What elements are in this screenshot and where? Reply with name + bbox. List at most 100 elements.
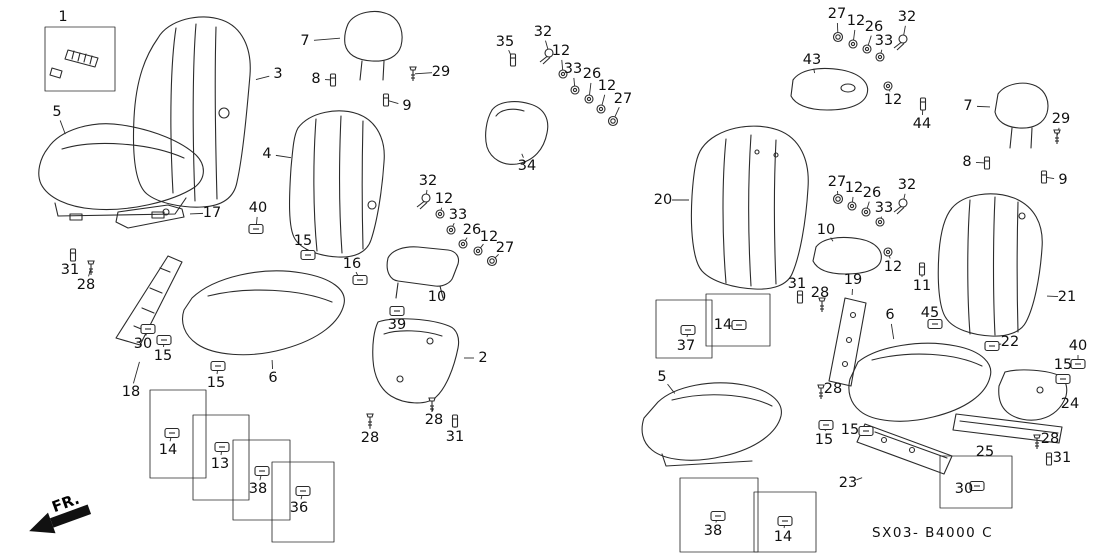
leader-line (133, 361, 140, 384)
leader-line (890, 323, 895, 340)
seat-cushion-5-right (641, 382, 782, 467)
nut-icon (832, 193, 844, 205)
pin-icon (69, 248, 77, 262)
leader-line (88, 269, 91, 277)
armrest-10-left (386, 246, 460, 299)
part-38-box (232, 439, 291, 521)
clip-icon (1055, 373, 1071, 385)
drawing-code: SX03- B4000 C (872, 525, 993, 541)
washer-icon (875, 217, 885, 227)
nut-icon (486, 255, 498, 267)
clip-icon (731, 319, 747, 331)
part-36-box (271, 461, 335, 543)
part-38-right-box (679, 477, 759, 553)
pin-icon (983, 156, 991, 170)
leader-line (313, 37, 341, 41)
headrest-7-right (994, 82, 1049, 149)
clip-icon (818, 419, 834, 431)
bolt-icon (539, 48, 554, 65)
seat-track-25 (952, 413, 1063, 444)
washer-icon (570, 85, 580, 95)
bolt-icon (893, 34, 908, 51)
nut-icon (607, 115, 619, 127)
washer-icon (596, 104, 606, 114)
seat-riser-19 (828, 297, 867, 387)
clip-icon (214, 441, 230, 453)
part-1-bracket (49, 67, 63, 79)
clip-icon (164, 427, 180, 439)
left-seat-group (38, 11, 549, 543)
seat-rail-18 (115, 255, 183, 346)
clip-icon (156, 334, 172, 346)
washer-icon (473, 246, 483, 256)
washer-icon (883, 81, 893, 91)
fr-arrow-shaft (50, 504, 92, 528)
seat-back-20 (690, 125, 809, 290)
leader-line (414, 72, 433, 75)
leader-line (189, 212, 204, 215)
seat-back-21 (937, 193, 1043, 337)
pin-icon (329, 73, 337, 87)
seat-back-4 (288, 110, 385, 258)
washer-icon (875, 52, 885, 62)
leader-line (387, 100, 399, 104)
washer-icon (435, 209, 445, 219)
clip-icon (389, 305, 405, 317)
washer-icon (847, 201, 857, 211)
part-1-pad-hatch (71, 50, 93, 65)
clip-icon (248, 223, 264, 235)
leader-line (813, 68, 816, 74)
leader-line (521, 153, 524, 158)
seat-track-23 (856, 423, 953, 475)
clip-icon (140, 323, 156, 335)
leader-line (255, 75, 270, 80)
clip-icon (254, 465, 270, 477)
screw-icon (817, 384, 825, 399)
part-14-box (149, 389, 207, 479)
fr-arrow-head (29, 512, 56, 534)
clip-icon (295, 485, 311, 497)
leader-line (1045, 176, 1055, 180)
washer-icon (883, 247, 893, 257)
clip-icon (300, 249, 316, 261)
leader-line (59, 120, 66, 135)
clip-icon (1070, 358, 1086, 370)
fr-direction-arrow: FR. (29, 490, 92, 534)
side-panel-2 (372, 318, 460, 404)
armrest-43 (790, 67, 869, 111)
clip-icon (969, 480, 985, 492)
seat-back-3 (132, 16, 251, 208)
part-1-box (44, 26, 116, 92)
pin-icon (918, 262, 926, 276)
screw-icon (409, 66, 417, 81)
pin-icon (1045, 452, 1053, 466)
washer-icon (861, 207, 871, 217)
armrest-10-right (812, 236, 882, 275)
washer-icon (458, 239, 468, 249)
washer-icon (862, 44, 872, 54)
seat-cushion-6-right (848, 342, 992, 422)
recline-lever-17 (115, 204, 185, 229)
bolt-icon (416, 193, 431, 210)
clip-icon (777, 515, 793, 527)
pin-icon (509, 53, 517, 67)
clip-icon (680, 324, 696, 336)
pin-icon (919, 97, 927, 111)
washer-icon (848, 39, 858, 49)
hardware-glyphs (69, 31, 1086, 527)
clip-icon (858, 425, 874, 437)
screw-icon (818, 297, 826, 312)
leader-line (830, 237, 834, 242)
washer-icon (558, 69, 568, 79)
pin-icon (1040, 170, 1048, 184)
leader-line (667, 383, 676, 394)
armrest-34 (485, 101, 549, 165)
seat-cushion-6-left (181, 270, 345, 356)
washer-icon (446, 225, 456, 235)
pin-icon (451, 414, 459, 428)
nut-icon (832, 31, 844, 43)
clip-icon (710, 510, 726, 522)
clip-icon (927, 318, 943, 330)
clip-icon (352, 274, 368, 286)
screw-icon (87, 260, 95, 275)
